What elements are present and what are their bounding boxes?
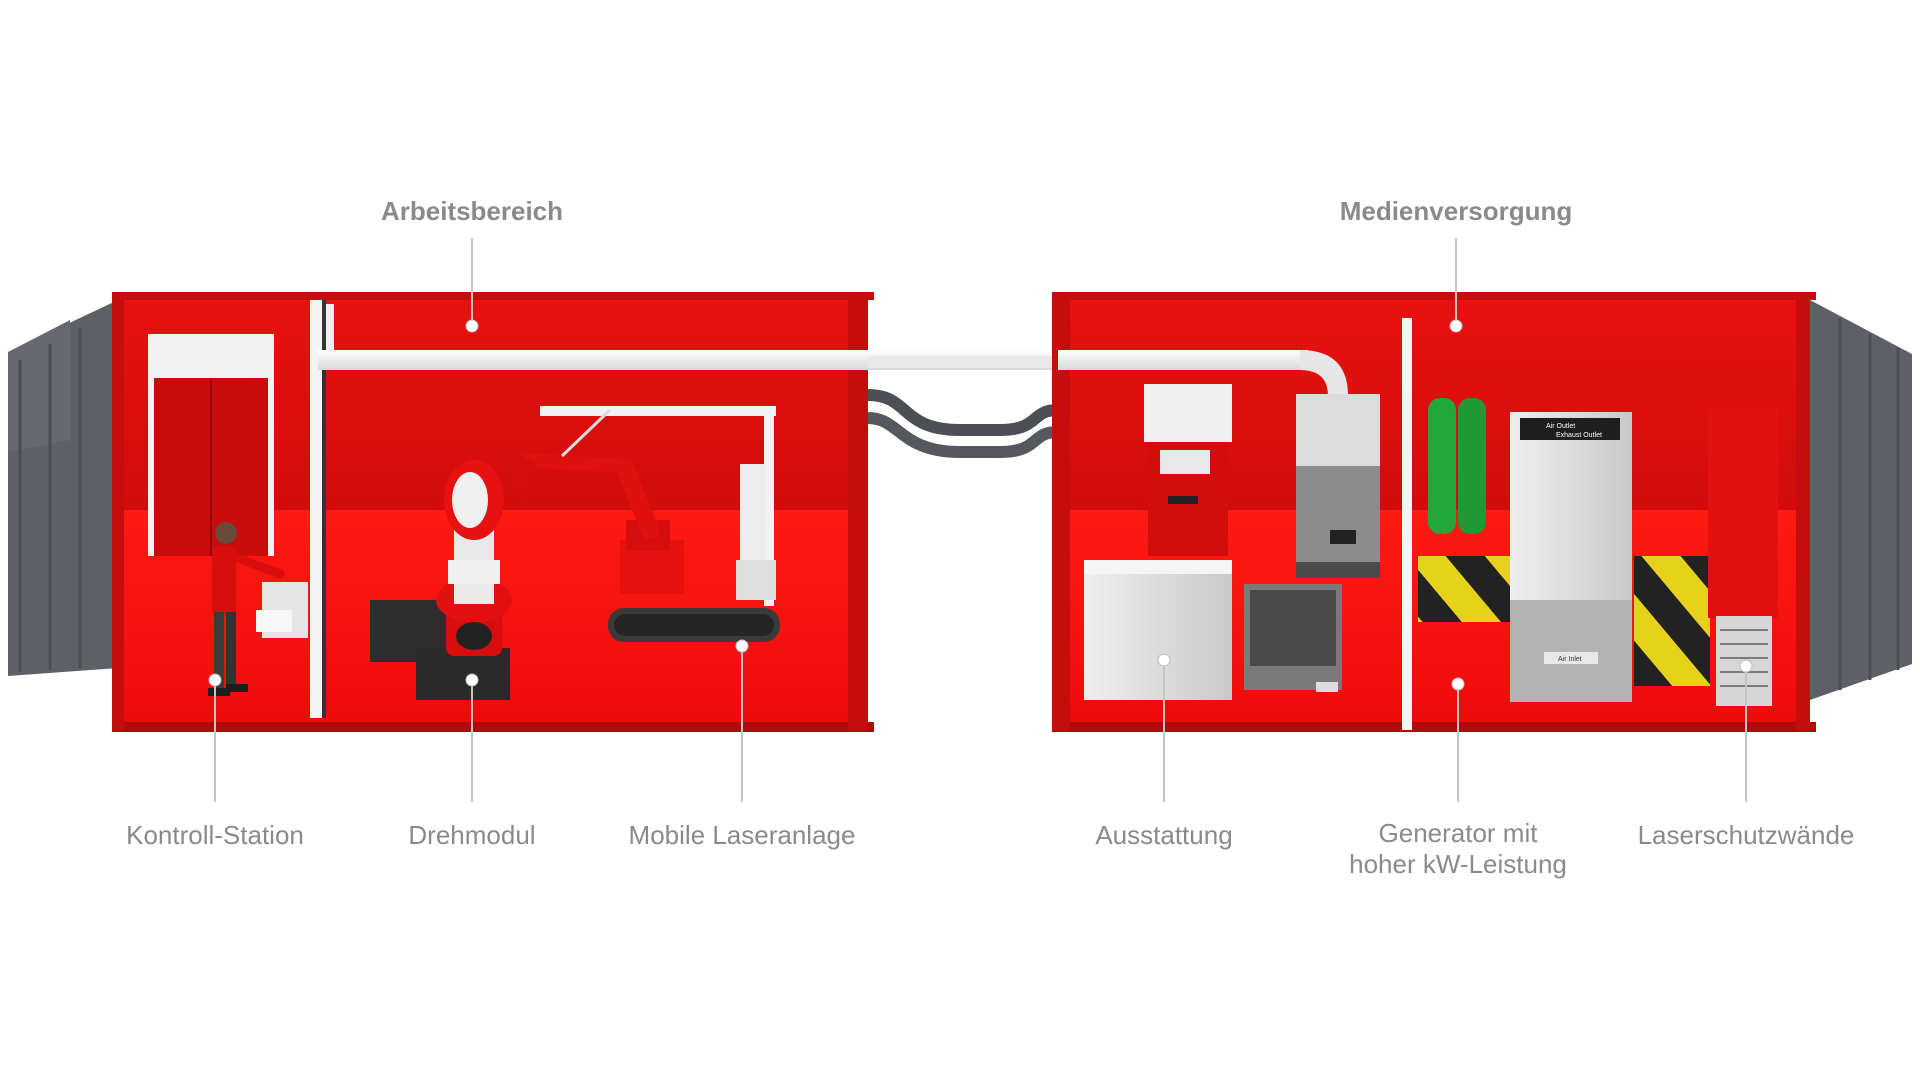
generator-air-outlet-text: Air Outlet bbox=[1546, 423, 1575, 430]
marker-mobile-laseranlage bbox=[735, 639, 749, 653]
marker-generator bbox=[1451, 677, 1465, 691]
left-container bbox=[8, 292, 1058, 732]
label-mobile-laseranlage: Mobile Laseranlage bbox=[628, 820, 856, 850]
generator-exhaust-outlet-text: Exhaust Outlet bbox=[1556, 432, 1602, 439]
equipment-chest bbox=[1084, 560, 1232, 700]
operator-figure bbox=[208, 522, 285, 696]
label-laserschutzwaende: Laserschutzwände bbox=[1637, 820, 1855, 850]
marker-drehmodul bbox=[465, 673, 479, 687]
label-kontroll-station: Kontroll-Station bbox=[126, 820, 304, 850]
equipment-cabinet bbox=[1144, 384, 1232, 556]
leader-lines bbox=[214, 238, 1747, 802]
rotary-module bbox=[370, 460, 512, 700]
connecting-hoses bbox=[867, 356, 1059, 458]
right-container: Air Outlet Exhaust Outlet Air Inlet bbox=[1052, 292, 1912, 732]
chiller-unit bbox=[1296, 394, 1380, 578]
hazard-zone-right bbox=[1634, 556, 1710, 686]
marker-kontroll-station bbox=[208, 673, 222, 687]
label-generator-line1: Generator mit bbox=[1378, 818, 1538, 848]
label-drehmodul: Drehmodul bbox=[408, 820, 536, 850]
right-door-panel bbox=[1810, 300, 1912, 700]
marker-laserschutzwaende bbox=[1739, 659, 1753, 673]
marker-arbeitsbereich bbox=[465, 319, 479, 333]
laser-wall-cabinet bbox=[1708, 408, 1778, 706]
section-title-medienversorgung: Medienversorgung bbox=[1339, 196, 1573, 226]
marker-medienversorgung bbox=[1449, 319, 1463, 333]
gas-cylinders bbox=[1428, 398, 1486, 534]
mobile-laser-robot bbox=[508, 406, 780, 642]
label-ausstattung: Ausstattung bbox=[1095, 820, 1233, 850]
label-generator-line2: hoher kW-Leistung bbox=[1349, 849, 1567, 879]
hazard-zone-left bbox=[1418, 556, 1510, 622]
generator-air-inlet-text: Air Inlet bbox=[1558, 656, 1582, 663]
section-title-arbeitsbereich: Arbeitsbereich bbox=[380, 196, 564, 226]
generator-unit: Air Outlet Exhaust Outlet Air Inlet bbox=[1510, 412, 1632, 702]
label-generator: Generator mit hoher kW-Leistung bbox=[1318, 818, 1598, 880]
marker-ausstattung bbox=[1157, 653, 1171, 667]
marker-dots bbox=[208, 319, 1753, 691]
